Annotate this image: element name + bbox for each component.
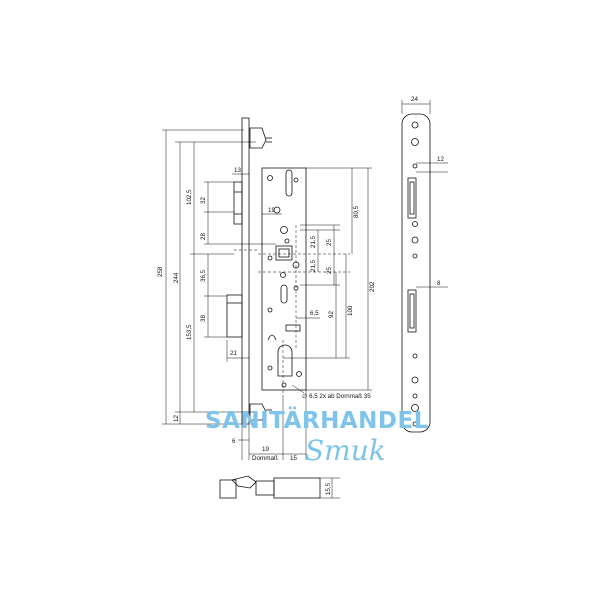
dead-bolt — [226, 294, 243, 338]
dim-36-5: 36,5 — [200, 269, 207, 282]
front-dimension-lines — [162, 129, 372, 460]
side-dimension-lines — [401, 100, 448, 288]
dim-244: 244 — [173, 272, 180, 283]
dim-6: 6 — [232, 438, 236, 445]
dim-25-a: 25 — [326, 239, 333, 246]
faceplate — [241, 117, 250, 425]
dim-15: 15 — [290, 455, 297, 462]
dim-19-top: 19 — [268, 207, 275, 214]
dim-153-5: 153,5 — [186, 324, 193, 340]
dim-202: 202 — [369, 281, 376, 292]
lock-front-view — [226, 117, 350, 425]
dim-102-5: 102,5 — [186, 189, 193, 205]
dim-80-5: 80,5 — [353, 205, 360, 218]
dim-8: 8 — [437, 280, 441, 287]
dim-28: 28 — [200, 233, 207, 240]
dim-13: 13 — [234, 167, 241, 174]
dim-32: 32 — [200, 197, 207, 204]
dim-12-side: 12 — [437, 156, 444, 163]
dornmass-label: Dornmaß — [252, 455, 278, 462]
bottom-latch — [249, 403, 267, 421]
dim-19-bottom: 19 — [262, 446, 269, 453]
dim-12: 12 — [173, 415, 180, 422]
side-faceplate — [401, 113, 431, 433]
lock-bottom-view — [219, 475, 321, 499]
dim-6-5: 6,5 — [310, 310, 319, 317]
dim-15-5: 15,5 — [325, 482, 332, 495]
cylinder-cutout — [277, 344, 293, 377]
dim-25-b: 25 — [326, 267, 333, 274]
dim-38: 38 — [200, 315, 207, 322]
bottom-dimension-lines — [320, 477, 340, 499]
dim-258: 258 — [157, 266, 164, 277]
dim-21-5-b: 21,5 — [310, 259, 317, 272]
dim-92: 92 — [328, 311, 335, 318]
top-latch — [249, 127, 267, 149]
dim-24: 24 — [411, 96, 418, 103]
watermark-line2: Smuk — [305, 434, 386, 467]
dim-100: 100 — [347, 305, 354, 316]
screw-note: ∅ 6,5 2x ab Dornmaß 35 — [302, 393, 371, 400]
watermark-logo: SANITÄRHANDEL Smuk — [205, 406, 429, 467]
dim-21-5-a: 21,5 — [310, 235, 317, 248]
dimension-labels: 258 244 102,5 153,5 32 28 36,5 38 12 13 … — [157, 96, 444, 495]
spindle-square — [275, 245, 293, 261]
lock-case — [261, 167, 307, 391]
dim-21: 21 — [230, 350, 237, 357]
auxiliary-latch — [233, 181, 243, 225]
watermark-line1: SANITÄRHANDEL — [205, 406, 429, 434]
lock-side-view — [401, 113, 431, 433]
